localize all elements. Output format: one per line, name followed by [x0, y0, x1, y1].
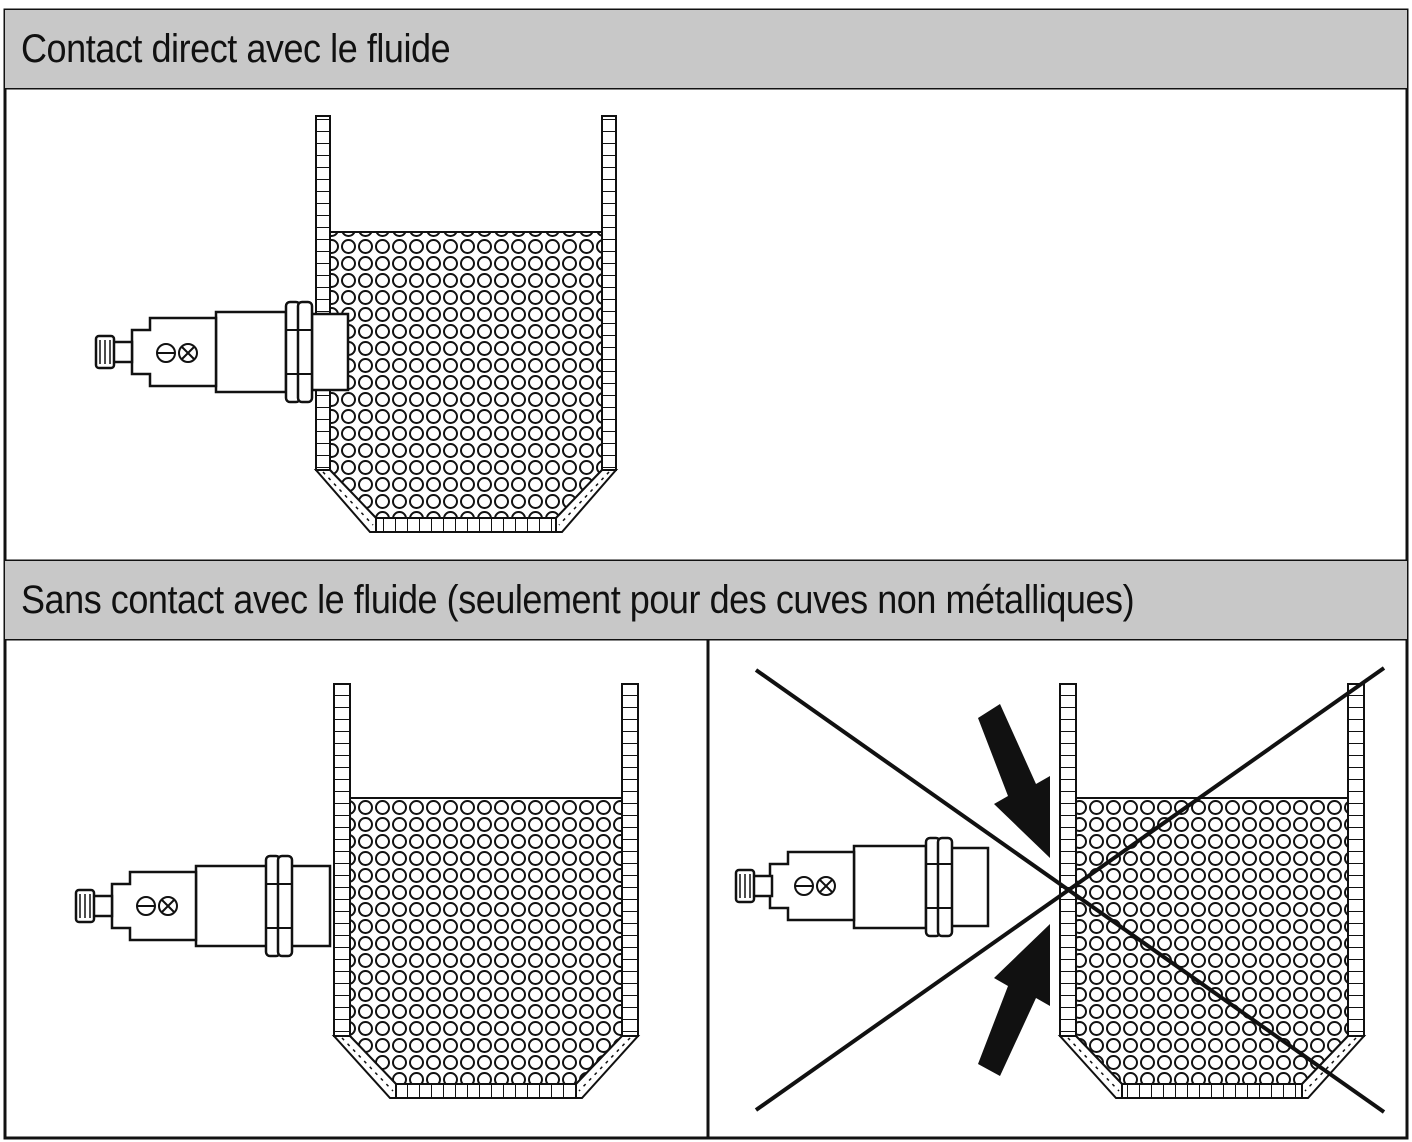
arrow-icon [978, 924, 1050, 1076]
container-icon [331, 683, 641, 1099]
container-icon [313, 115, 619, 533]
granules-icon [1075, 797, 1349, 1085]
section-header-no-contact: Sans contact avec le fluide (seulement p… [5, 561, 1407, 639]
sensor-icon [94, 300, 350, 404]
section-header-direct-contact: Contact direct avec le fluide [5, 10, 1407, 88]
sensor-icon [74, 854, 332, 958]
granules-icon [329, 231, 603, 519]
sensor-icon [734, 836, 990, 938]
panel-direct-contact [94, 115, 619, 533]
container-icon [1057, 683, 1367, 1099]
section-title-no-contact: Sans contact avec le fluide (seulement p… [21, 577, 1135, 622]
cross-mark-icon [754, 666, 1386, 1114]
panel-no-contact-wrong [734, 666, 1386, 1114]
granules-icon [349, 797, 623, 1085]
panel-no-contact-ok [74, 683, 641, 1099]
arrow-icon [978, 704, 1050, 858]
section-title-direct-contact: Contact direct avec le fluide [21, 26, 451, 71]
